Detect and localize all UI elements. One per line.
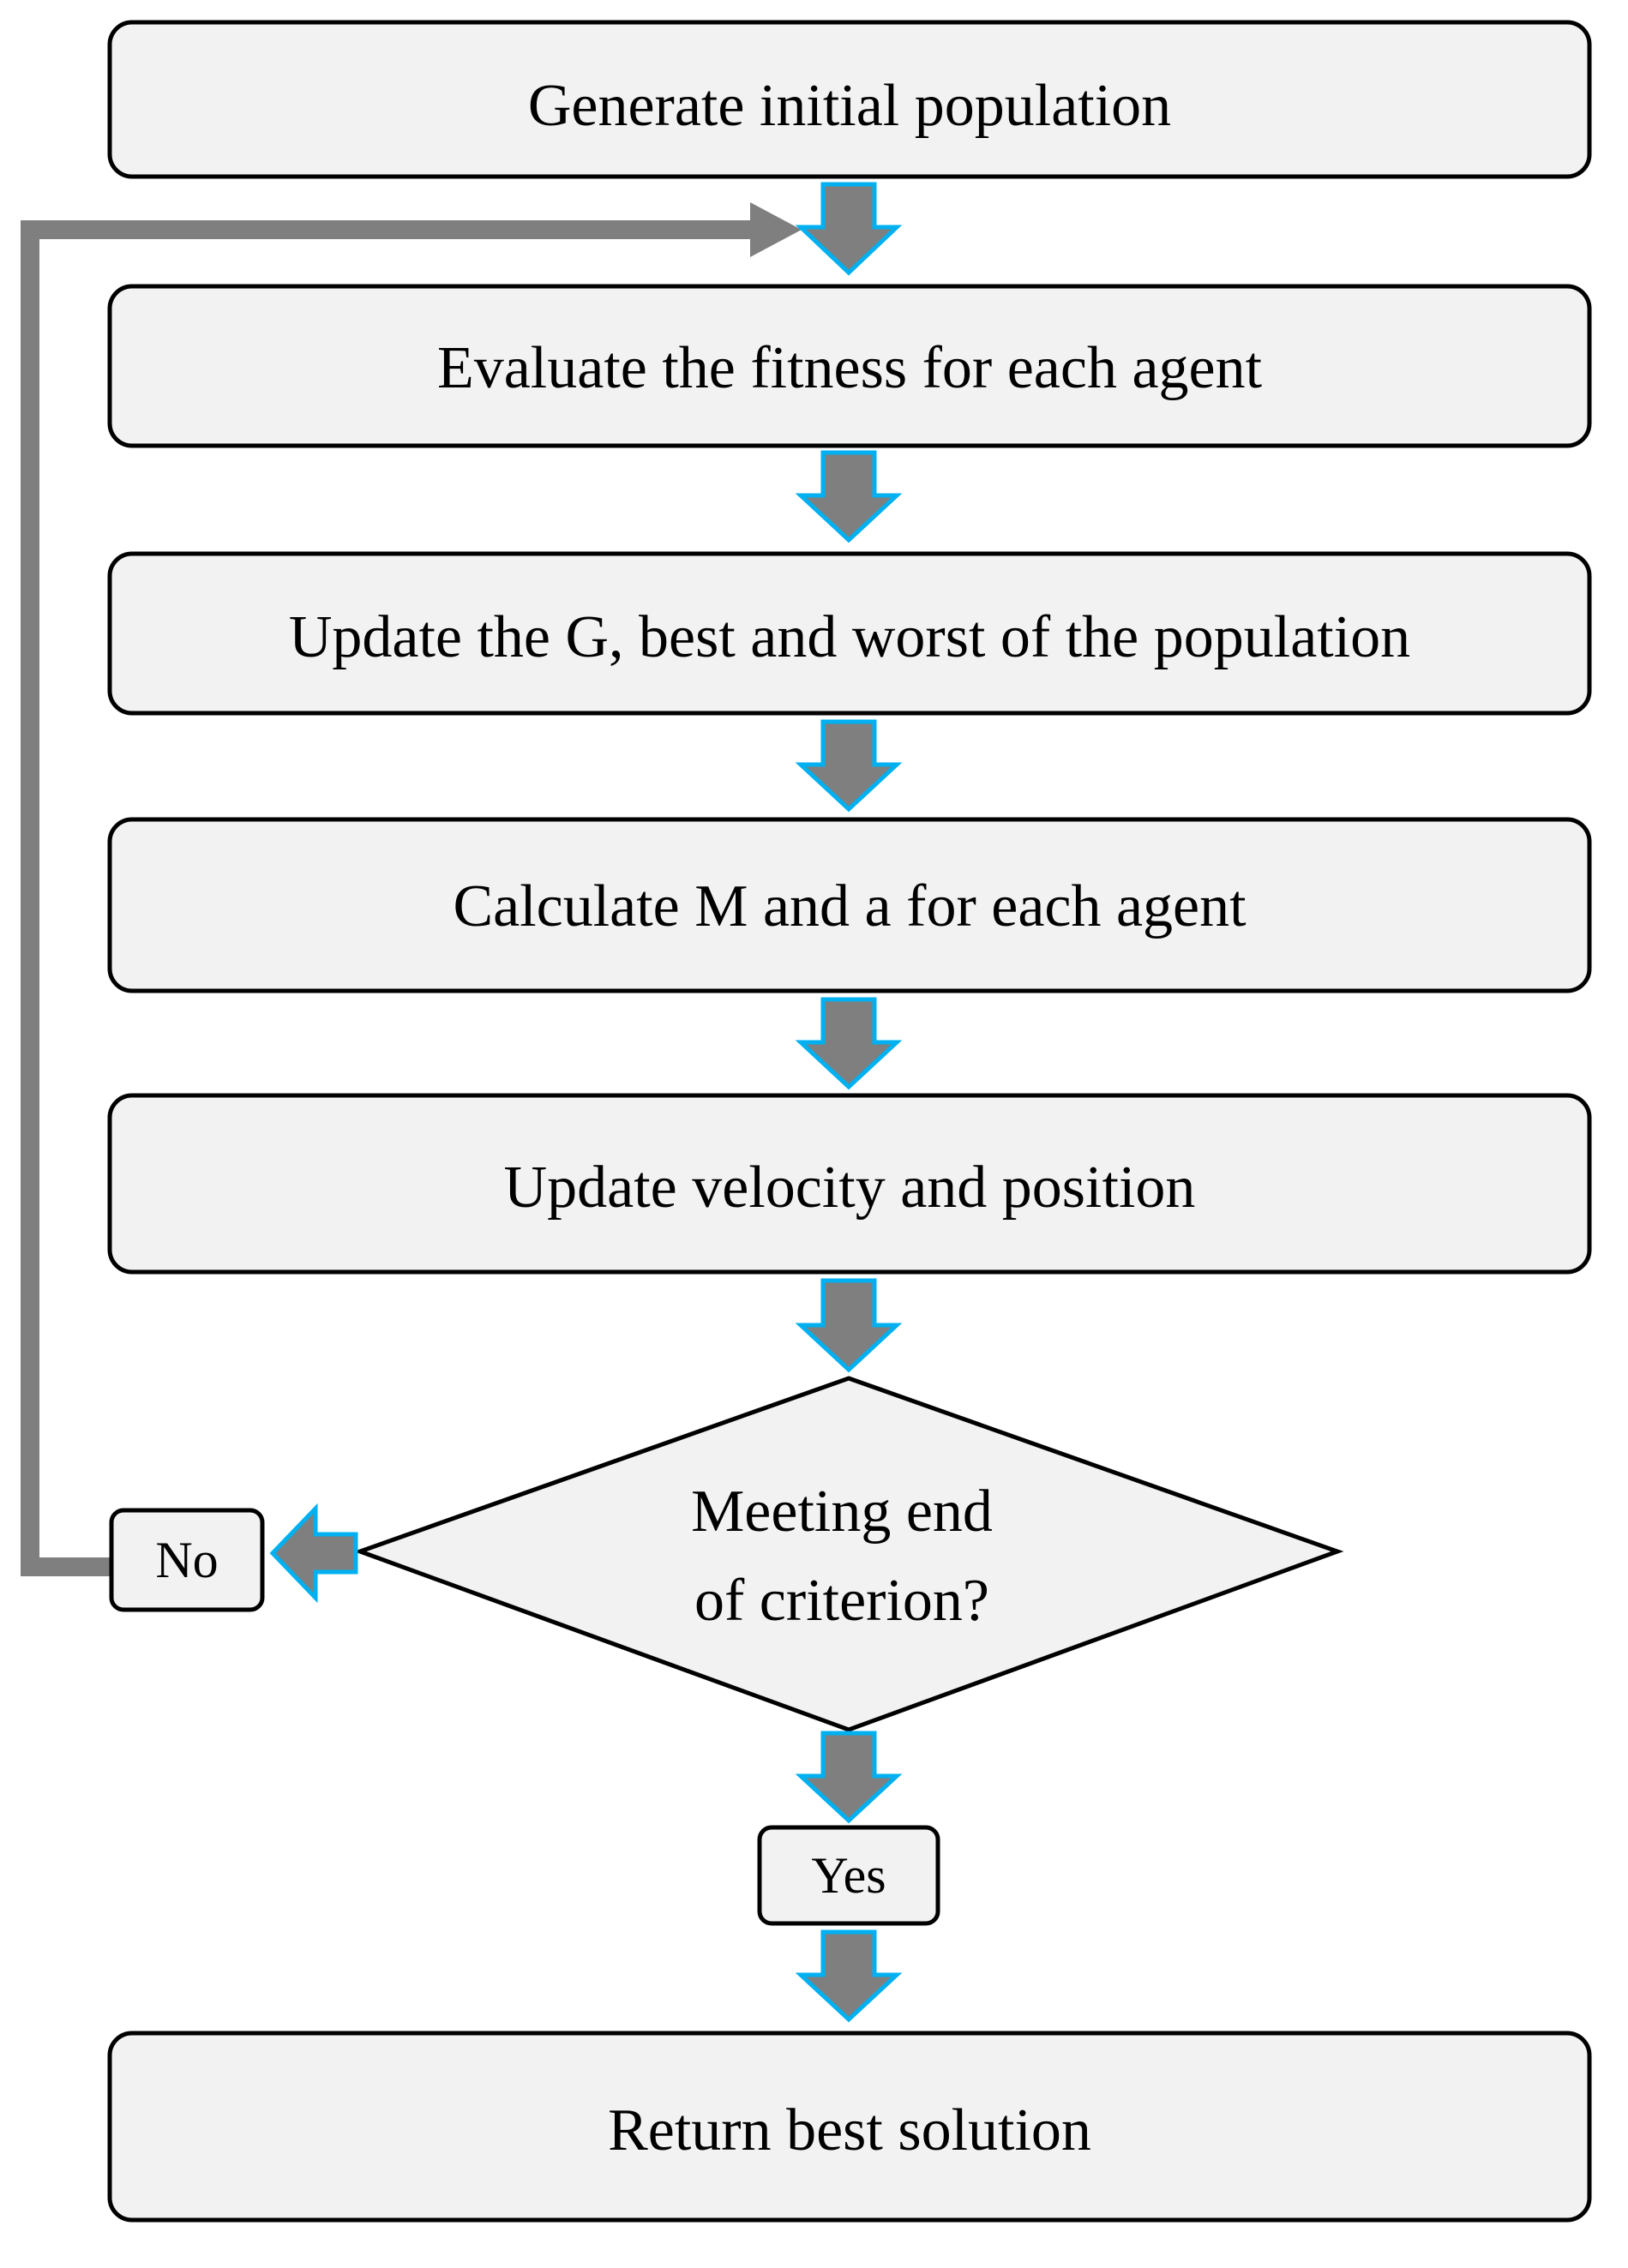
down-arrow-2 — [795, 450, 903, 543]
step-generate-population-label: Generate initial population — [528, 73, 1171, 139]
step-evaluate-fitness: Evaluate the fitness for each agent — [107, 284, 1592, 448]
step-generate-population: Generate initial population — [107, 20, 1592, 179]
yes-branch-label: Yes — [757, 1825, 940, 1926]
down-arrow-1 — [795, 182, 903, 276]
step-return-best-solution: Return best solution — [107, 2031, 1592, 2223]
step-calculate-m-and-a: Calculate M and a for each agent — [107, 817, 1592, 993]
step-update-g-best-worst: Update the G, best and worst of the popu… — [107, 551, 1592, 716]
decision-line-1: Meeting end — [691, 1479, 993, 1545]
yes-label-text: Yes — [811, 1847, 886, 1904]
decision-end-criterion: Meeting end of criterion? — [353, 1376, 1344, 1732]
down-arrow-to-yes — [795, 1731, 903, 1824]
down-arrow-4 — [795, 997, 903, 1090]
loop-back-connector — [21, 202, 802, 1576]
step-update-g-best-worst-label: Update the G, best and worst of the popu… — [289, 604, 1410, 670]
down-arrow-5 — [795, 1278, 903, 1373]
step-update-velocity-position-label: Update velocity and position — [504, 1155, 1196, 1221]
down-arrow-3 — [795, 719, 903, 813]
decision-line-2: of criterion? — [694, 1568, 989, 1634]
no-label-text: No — [155, 1532, 218, 1588]
loop-back-arrowhead — [750, 202, 802, 257]
step-update-velocity-position: Update velocity and position — [107, 1093, 1592, 1275]
left-arrow-to-no — [269, 1503, 358, 1604]
no-branch-label: No — [109, 1508, 265, 1612]
step-calculate-m-and-a-label: Calculate M and a for each agent — [453, 873, 1247, 939]
step-evaluate-fitness-label: Evaluate the fitness for each agent — [437, 335, 1263, 401]
step-return-best-solution-label: Return best solution — [608, 2097, 1091, 2163]
down-arrow-to-final — [795, 1929, 903, 2023]
